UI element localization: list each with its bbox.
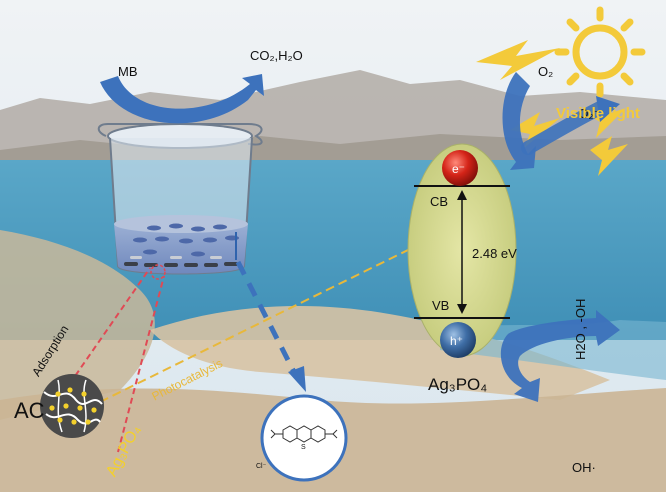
lightning-bolt-4 <box>590 136 628 176</box>
methylene-blue-structure <box>270 425 338 443</box>
adsorption-line-b <box>117 275 165 453</box>
sand-spit <box>150 306 610 400</box>
carbon-pore-3 <box>57 379 63 433</box>
left-shore <box>0 230 155 420</box>
hole <box>440 322 476 358</box>
beaker-rim <box>97 123 263 146</box>
electron-symbol: e⁻ <box>452 162 465 176</box>
sun-icon <box>554 6 646 98</box>
molecule-circle <box>260 394 348 482</box>
cb-label: CB <box>430 194 448 209</box>
superoxide-arrow <box>521 101 607 155</box>
release-arrowhead <box>288 366 306 392</box>
lightning-bolt-3 <box>510 112 560 148</box>
composite-particle <box>40 374 104 438</box>
molecule-inset <box>260 394 348 482</box>
oh-radical-label: OH· <box>572 460 596 475</box>
band-gap-arrowhead-up <box>457 190 467 200</box>
sediment-row-light <box>130 256 222 259</box>
product-co2-h2o-label: CO₂,H₂O <box>250 48 303 63</box>
carbon-pore-1 <box>43 391 103 405</box>
activated-carbon-sphere <box>40 374 104 438</box>
band-gap-label: 2.48 eV <box>472 246 517 261</box>
dye-particles <box>133 223 239 257</box>
electron <box>442 150 478 186</box>
ag3po4-nanoparticles <box>49 387 97 425</box>
solution-surface <box>114 215 248 233</box>
adsorption-line-a <box>63 267 151 393</box>
oxygen-reduction-arrow <box>502 72 536 170</box>
ag3po4-label: Ag₃PO₄ <box>428 375 487 394</box>
carbon-pore-2 <box>45 413 101 425</box>
molecule-sulfur: S <box>301 444 306 451</box>
hole-symbol: h⁺ <box>450 334 463 348</box>
sediment-row <box>124 262 238 267</box>
release-dashed-arrow <box>235 260 297 374</box>
hydroxyl-arrow <box>500 310 620 402</box>
degradation-arrow <box>100 74 264 124</box>
h2o-oh-label: H2O , -OH <box>573 298 588 360</box>
beaker <box>97 123 263 275</box>
o2-label: O₂ <box>538 64 553 79</box>
lightning-bolt-1 <box>476 40 560 80</box>
visible-light-label: Visible light <box>556 105 640 122</box>
superoxide-label: ·O₂⁻ <box>574 106 600 121</box>
molecule-counter-ion: Cl⁻ <box>256 463 267 470</box>
carbon-pore-4 <box>83 379 87 433</box>
band-gap-arrowhead-down <box>457 304 467 314</box>
vb-label: VB <box>432 298 449 313</box>
photocatalysis-line <box>99 249 409 403</box>
beaker-solution <box>114 219 248 274</box>
ac-label: AC <box>14 398 45 423</box>
superoxide-arrowhead <box>596 96 620 122</box>
adsorption-target-circle <box>150 264 166 280</box>
reactant-mb-label: MB <box>118 64 138 79</box>
